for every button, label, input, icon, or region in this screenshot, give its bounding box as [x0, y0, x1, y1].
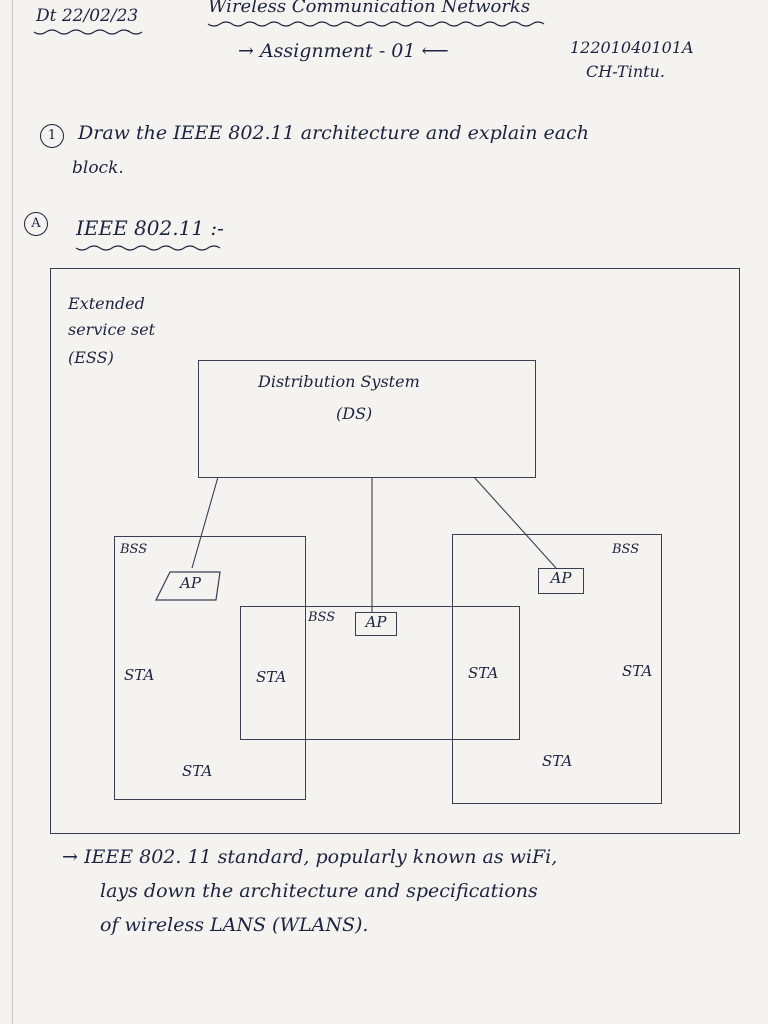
sta-center-right: STA: [468, 664, 499, 682]
sta-center-left: STA: [256, 668, 287, 686]
ap-left-label: AP: [180, 574, 201, 592]
body-line-1: → IEEE 802. 11 standard, popularly known…: [62, 846, 558, 868]
question-line-1: Draw the IEEE 802.11 architecture and ex…: [78, 122, 589, 144]
distribution-system-label: Distribution System: [258, 372, 420, 391]
sta-right-bottom: STA: [542, 752, 573, 770]
ess-label-line-1: Extended: [68, 294, 145, 313]
bss-right-box: [452, 534, 662, 804]
page-margin-line: [12, 0, 13, 1024]
ap-right-label: AP: [550, 569, 572, 587]
ess-label-line-3: (ESS): [68, 348, 114, 367]
ess-outer-frame: [50, 268, 740, 834]
question-line-2: block.: [72, 158, 124, 178]
sta-left-bottom: STA: [182, 762, 213, 780]
answer-title-underline: [75, 245, 221, 251]
header-underline-squiggle: [33, 21, 545, 35]
ap-center-box: AP: [355, 612, 397, 636]
answer-title: IEEE 802.11 :-: [76, 216, 224, 240]
student-name: CH-Tintu.: [586, 62, 665, 81]
bss-left-box: [114, 536, 306, 800]
bss-center-box: [240, 606, 520, 740]
ap-right-box: AP: [538, 568, 584, 594]
ap-center-label: AP: [365, 613, 387, 631]
question-number-marker: 1: [40, 124, 64, 148]
ess-label-line-2: service set: [68, 320, 156, 339]
bss-left-label: BSS: [120, 542, 148, 557]
distribution-system-abbr: (DS): [336, 404, 373, 423]
header-subject: Wireless Communication Networks: [208, 0, 531, 17]
sta-right-outer: STA: [622, 662, 653, 680]
body-line-3: of wireless LANS (WLANS).: [100, 914, 369, 936]
sta-left-outer: STA: [124, 666, 155, 684]
bss-center-label: BSS: [308, 610, 336, 625]
distribution-system-box: [198, 360, 536, 478]
roll-number: 12201040101A: [570, 38, 694, 57]
bss-right-label: BSS: [612, 542, 640, 557]
header-date: Dt 22/02/23: [36, 6, 139, 26]
body-line-2: lays down the architecture and specifica…: [100, 880, 538, 902]
assignment-title: → Assignment - 01 ⟵: [238, 40, 449, 62]
answer-marker: A: [24, 212, 48, 236]
